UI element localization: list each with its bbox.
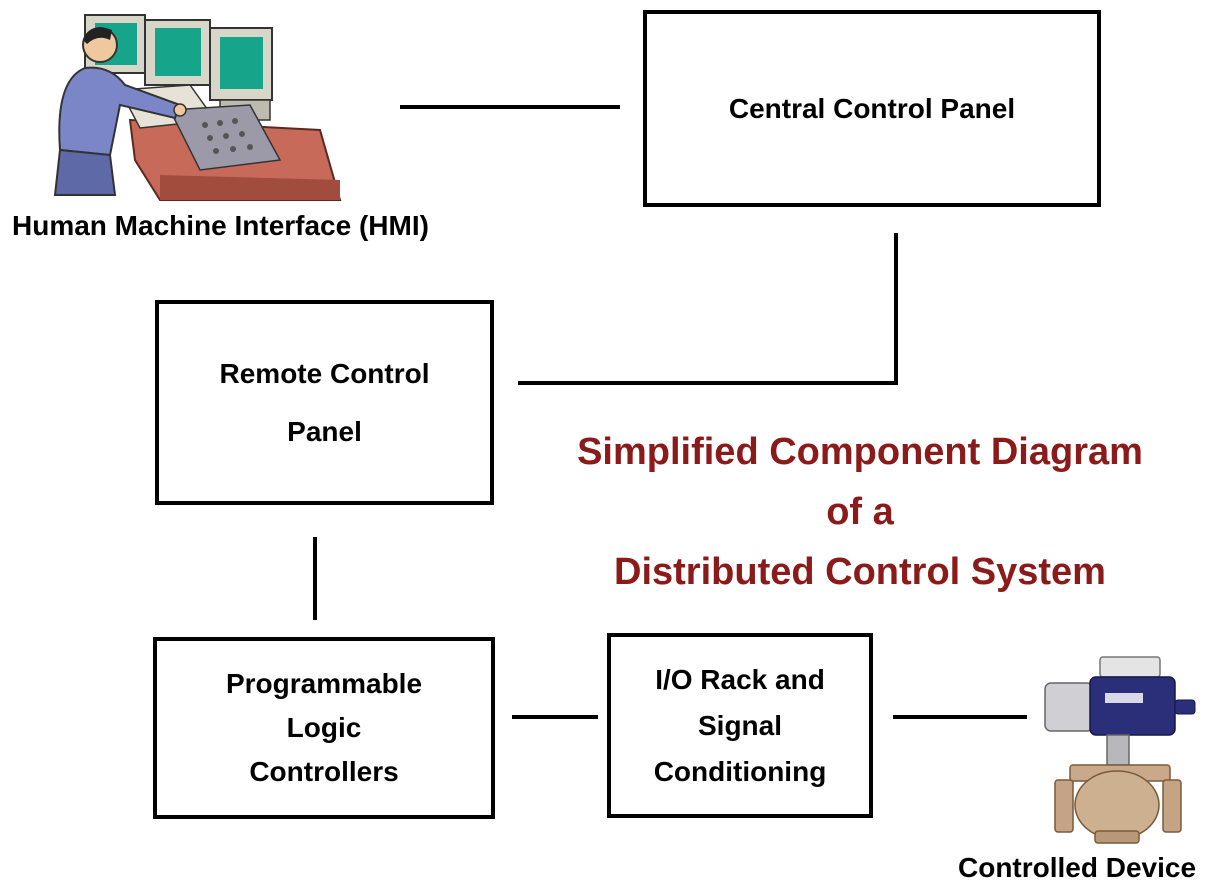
remote-panel-label-line2: Panel [287, 415, 362, 447]
remote-control-panel-box: Remote Control Panel [155, 300, 494, 505]
hmi-operator-workstation-icon [53, 14, 342, 201]
connector-io-device [893, 715, 1027, 719]
plc-label-line1: Programmable [225, 668, 423, 699]
remote-panel-label-line1: Remote Control [219, 357, 430, 389]
connector-central-down [894, 233, 898, 385]
connector-hmi-central [400, 105, 620, 109]
central-control-panel-label: Central Control Panel [728, 92, 1016, 124]
plc-box: Programmable Logic Controllers [153, 637, 495, 819]
controlled-device-caption: Controlled Device [958, 852, 1197, 883]
title-line2: of a [826, 491, 894, 533]
diagram-title: Simplified Component Diagram of a Distri… [520, 422, 1200, 602]
connector-central-remote [518, 381, 898, 385]
connector-plc-io [512, 715, 598, 719]
connector-remote-plc [313, 537, 317, 620]
io-rack-label-line3: Conditioning [653, 755, 827, 787]
io-rack-label-line2: Signal [697, 709, 782, 741]
io-rack-box: I/O Rack and Signal Conditioning [607, 633, 873, 818]
central-control-panel-box: Central Control Panel [643, 10, 1101, 207]
io-rack-label-line1: I/O Rack and [655, 663, 825, 695]
title-line3: Distributed Control System [614, 551, 1106, 593]
hmi-caption: Human Machine Interface (HMI) [12, 210, 429, 241]
control-valve-icon [1044, 656, 1196, 844]
plc-label-line3: Controllers [249, 756, 399, 787]
plc-label-line2: Logic [286, 712, 362, 743]
title-line1: Simplified Component Diagram [577, 431, 1143, 473]
